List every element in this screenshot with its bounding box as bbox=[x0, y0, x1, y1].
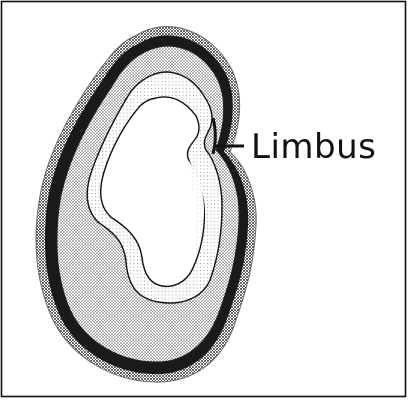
limbus-label: Limbus bbox=[251, 127, 376, 167]
